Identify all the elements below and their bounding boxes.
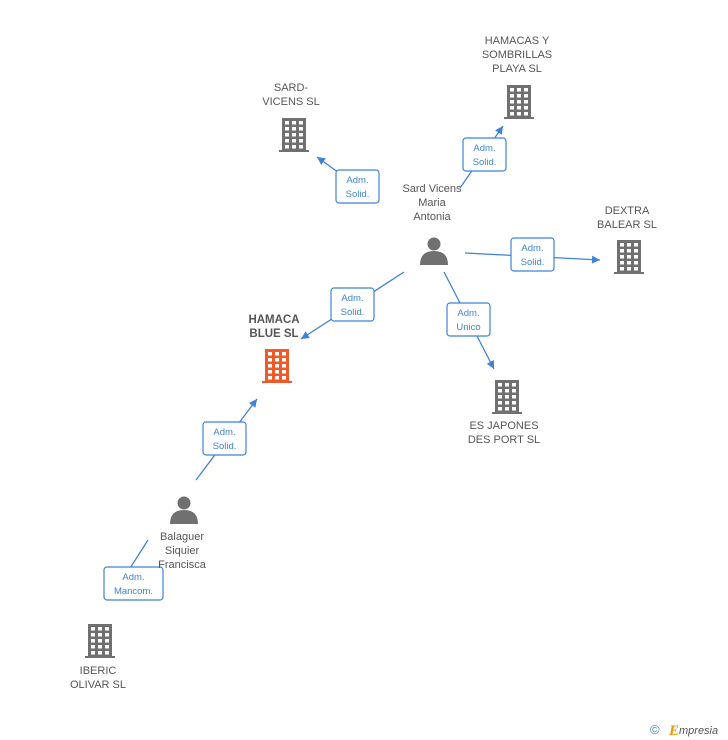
arrowhead	[495, 126, 503, 135]
building-icon	[279, 118, 309, 152]
role-badge[interactable]: Adm. Mancom.	[103, 566, 164, 601]
node-hamaca-blue[interactable]: HAMACA BLUE SL	[248, 314, 300, 383]
node-label-line: ES JAPONES	[469, 420, 538, 432]
node-es-japones[interactable]: ES JAPONES DES PORT SL	[468, 380, 540, 446]
node-label-line: HAMACA	[248, 314, 299, 326]
node-dextra-balear[interactable]: DEXTRA BALEAR SL	[597, 205, 657, 274]
role-text: Adm.	[473, 143, 495, 154]
role-badge[interactable]: Adm. Solid.	[335, 169, 380, 204]
node-label-line: Maria	[418, 197, 446, 209]
role-badge[interactable]: Adm. Unico	[446, 302, 491, 337]
building-icon	[614, 240, 644, 274]
node-label-line: BLUE SL	[249, 328, 298, 340]
arrowhead	[248, 399, 257, 408]
node-label-line: VICENS SL	[262, 96, 319, 108]
role-text: Adm.	[346, 175, 368, 186]
node-label-line: Balaguer	[160, 531, 204, 543]
arrowhead	[591, 255, 600, 264]
footer: © E mpresia	[650, 722, 718, 739]
role-badge[interactable]: Adm. Solid.	[202, 421, 247, 456]
copyright-symbol: ©	[650, 722, 660, 737]
brand-logo-text: mpresia	[679, 725, 718, 737]
node-label-line: IBERIC	[80, 665, 117, 677]
arrowhead	[486, 360, 494, 369]
node-label-line: HAMACAS Y	[485, 35, 550, 47]
node-sard-vicens-sl[interactable]: SARD- VICENS SL	[262, 82, 320, 152]
building-icon	[85, 624, 115, 658]
role-badge[interactable]: Adm. Solid.	[510, 237, 555, 272]
role-text: Solid.	[521, 257, 545, 268]
building-icon	[504, 85, 534, 119]
building-icon	[262, 349, 292, 383]
role-text: Solid.	[341, 307, 365, 318]
node-label-line: Siquier	[165, 545, 200, 557]
node-label-line: Sard Vicens	[402, 183, 462, 195]
arrowhead	[317, 157, 326, 165]
role-text: Solid.	[213, 441, 237, 452]
node-label-line: DES PORT SL	[468, 434, 540, 446]
role-text: Adm.	[521, 243, 543, 254]
node-label-line: Antonia	[413, 211, 451, 223]
role-badge[interactable]: Adm. Solid.	[330, 287, 375, 322]
node-hamacas-sombrillas[interactable]: HAMACAS Y SOMBRILLAS PLAYA SL	[482, 35, 552, 119]
role-text: Adm.	[341, 293, 363, 304]
node-label-line: DEXTRA	[605, 205, 650, 217]
node-label-line: PLAYA SL	[492, 63, 542, 75]
node-label-line: SARD-	[274, 82, 309, 94]
node-iberic-olivar[interactable]: IBERIC OLIVAR SL	[70, 624, 126, 691]
role-text: Solid.	[346, 189, 370, 200]
building-icon	[492, 380, 522, 414]
role-text: Mancom.	[114, 586, 153, 597]
node-label-line: SOMBRILLAS	[482, 49, 552, 61]
role-text: Adm.	[457, 308, 479, 319]
roles-layer: Adm. Solid. Adm. Solid. Adm. Solid. Adm. Solid.…	[103, 137, 555, 601]
role-badge[interactable]: Adm. Solid.	[462, 137, 507, 172]
role-text: Adm.	[122, 572, 144, 583]
node-label-line: BALEAR SL	[597, 219, 657, 231]
person-icon	[170, 496, 198, 524]
role-text: Solid.	[473, 157, 497, 168]
person-icon	[420, 237, 448, 265]
node-label-line: Francisca	[158, 559, 207, 571]
node-label-line: OLIVAR SL	[70, 679, 126, 691]
nodes-layer: Sard VicensMariaAntoniaBalaguerSiquierFr…	[70, 35, 657, 691]
role-text: Adm.	[213, 427, 235, 438]
brand-logo-initial: E	[668, 723, 679, 739]
arrowhead	[301, 331, 310, 339]
role-text: Unico	[456, 322, 480, 333]
